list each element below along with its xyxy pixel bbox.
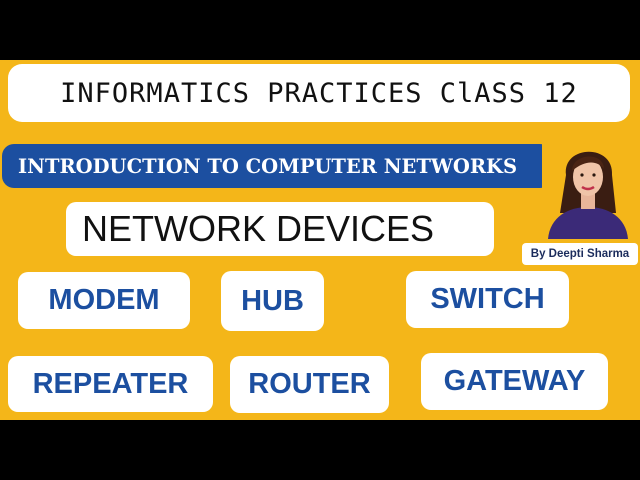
device-modem: MODEM	[18, 272, 190, 329]
person-portrait-icon	[548, 151, 628, 239]
thumbnail-canvas: INFORMATICS PRACTICES ClASS 12 INTRODUCT…	[0, 60, 640, 420]
intro-banner: INTRODUCTION TO COMPUTER NETWORKS	[2, 144, 552, 188]
device-hub: HUB	[221, 271, 324, 331]
device-gateway: GATEWAY	[421, 353, 608, 410]
device-router: ROUTER	[230, 356, 389, 413]
device-repeater: REPEATER	[8, 356, 213, 412]
section-title: NETWORK DEVICES	[66, 202, 494, 256]
author-credit: By Deepti Sharma	[522, 243, 638, 265]
page-title: INFORMATICS PRACTICES ClASS 12	[8, 64, 630, 122]
device-switch: SWITCH	[406, 271, 569, 328]
author-photo	[542, 135, 634, 239]
